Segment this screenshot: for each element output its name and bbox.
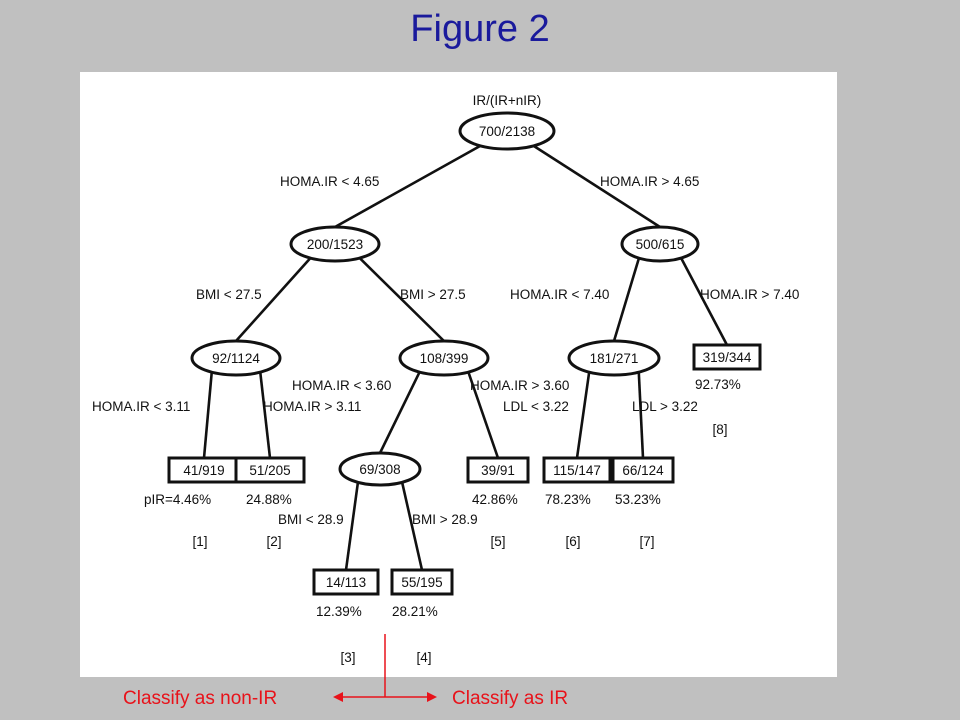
classify-ir-label: Classify as IR — [452, 688, 569, 709]
tree-edge — [532, 144, 661, 229]
node-count-label: 66/124 — [622, 463, 664, 478]
tree-split-node: 500/615 — [620, 225, 700, 263]
node-ellipse — [289, 225, 381, 263]
node-count-label: 700/2138 — [479, 124, 535, 139]
node-percent-label: 42.86% — [472, 492, 518, 507]
tree-leaf-node: 14/113 12.39% [3] — [312, 568, 380, 665]
node-ellipse — [338, 451, 422, 487]
tree-split-node: 69/308 — [338, 451, 422, 487]
tree-edge — [378, 371, 421, 454]
leaf-index-label: [2] — [266, 534, 281, 549]
tree-split-node: 700/2138 — [458, 111, 556, 151]
node-count-label: 115/147 — [553, 463, 601, 478]
node-ellipse — [190, 339, 282, 377]
tree-edge — [679, 256, 729, 346]
tree-split-node: 108/399 — [398, 339, 490, 377]
tree-edge — [637, 371, 645, 459]
tree-split-label: HOMA.IR < 7.40 — [510, 287, 609, 302]
tree-split-label: LDL < 3.22 — [503, 399, 569, 414]
tree-split-label: BMI < 27.5 — [196, 287, 262, 302]
node-box — [692, 343, 762, 371]
tree-split-label: HOMA.IR < 4.65 — [280, 174, 379, 189]
node-count-label: 51/205 — [249, 463, 290, 478]
leaf-index-label: [4] — [416, 650, 431, 665]
node-box — [611, 456, 675, 484]
tree-leaf-node: 55/195 28.21% [4] — [390, 568, 454, 665]
tree-edges — [202, 144, 729, 571]
node-box — [312, 568, 380, 596]
node-percent-label: 28.21% — [392, 604, 438, 619]
tree-split-label: HOMA.IR > 4.65 — [600, 174, 699, 189]
tree-split-label: HOMA.IR > 7.40 — [700, 287, 799, 302]
leaf-index-label: [3] — [340, 650, 355, 665]
tree-edge — [575, 371, 591, 459]
tree-leaf-node: 319/344 92.73% [8] — [692, 343, 762, 437]
tree-root-header: IR/(IR+nIR) — [473, 93, 542, 108]
node-percent-label: 53.23% — [615, 492, 661, 507]
tree-edge — [400, 481, 424, 571]
tree-edge — [202, 371, 214, 459]
node-count-label: 69/308 — [359, 462, 400, 477]
node-count-label: 500/615 — [636, 237, 685, 252]
node-count-label: 14/113 — [326, 575, 366, 590]
tree-edge — [235, 256, 312, 342]
classify-non-ir-label: Classify as non-IR — [123, 688, 278, 709]
node-box — [542, 456, 612, 484]
node-box — [234, 456, 306, 484]
tree-edge — [344, 481, 360, 571]
leaf-index-label: [6] — [565, 534, 580, 549]
tree-leaf-node: 51/205 24.88% [2] — [234, 456, 306, 549]
tree-edge — [466, 371, 500, 459]
tree-split-node: 200/1523 — [289, 225, 381, 263]
node-percent-label: 92.73% — [695, 377, 741, 392]
node-percent-label: 24.88% — [246, 492, 292, 507]
tree-edge — [258, 371, 272, 459]
tree-leaf-node: 66/124 53.23% [7] — [611, 456, 675, 549]
tree-split-label: HOMA.IR < 3.60 — [292, 378, 391, 393]
leaf-index-label: [8] — [712, 422, 727, 437]
tree-leaf-node: 39/91 42.86% [5] — [466, 456, 530, 549]
tree-leaf-node: 41/919 pIR=4.46% [1] — [144, 456, 241, 549]
tree-split-label: HOMA.IR > 3.11 — [263, 399, 361, 414]
tree-split-node: 92/1124 — [190, 339, 282, 377]
tree-edge — [612, 257, 641, 342]
tree-split-label: LDL > 3.22 — [632, 399, 698, 414]
node-box — [466, 456, 530, 484]
leaf-index-label: [5] — [490, 534, 505, 549]
node-percent-label: 12.39% — [316, 604, 362, 619]
tree-leaf-node: 115/147 78.23% [6] — [542, 456, 612, 549]
tree-edge — [334, 144, 482, 229]
tree-split-label: BMI > 28.9 — [412, 512, 478, 527]
node-percent-label: pIR=4.46% — [144, 492, 211, 507]
node-count-label: 41/919 — [183, 463, 224, 478]
node-ellipse — [620, 225, 700, 263]
node-ellipse — [567, 339, 661, 377]
tree-edge — [358, 256, 445, 342]
tree-split-node: 181/271 — [567, 339, 661, 377]
node-ellipse — [458, 111, 556, 151]
node-count-label: 200/1523 — [307, 237, 363, 252]
tree-split-label: BMI > 27.5 — [400, 287, 466, 302]
tree-nodes: IR/(IR+nIR) 700/2138 200/1523 500/615 92/112… — [144, 93, 762, 665]
leaf-index-label: [7] — [639, 534, 654, 549]
node-ellipse — [398, 339, 490, 377]
node-count-label: 39/91 — [481, 463, 515, 478]
node-count-label: 108/399 — [420, 351, 469, 366]
node-count-label: 181/271 — [590, 351, 639, 366]
node-count-label: 55/195 — [401, 575, 442, 590]
tree-split-label: HOMA.IR > 3.60 — [470, 378, 569, 393]
tree-split-label: BMI < 28.9 — [278, 512, 344, 527]
node-box — [390, 568, 454, 596]
node-count-label: 319/344 — [703, 350, 752, 365]
node-percent-label: 78.23% — [545, 492, 591, 507]
tree-split-label: HOMA.IR < 3.11 — [92, 399, 190, 414]
leaf-index-label: [1] — [192, 534, 207, 549]
figure-title: Figure 2 — [410, 8, 550, 50]
node-count-label: 92/1124 — [212, 351, 260, 366]
